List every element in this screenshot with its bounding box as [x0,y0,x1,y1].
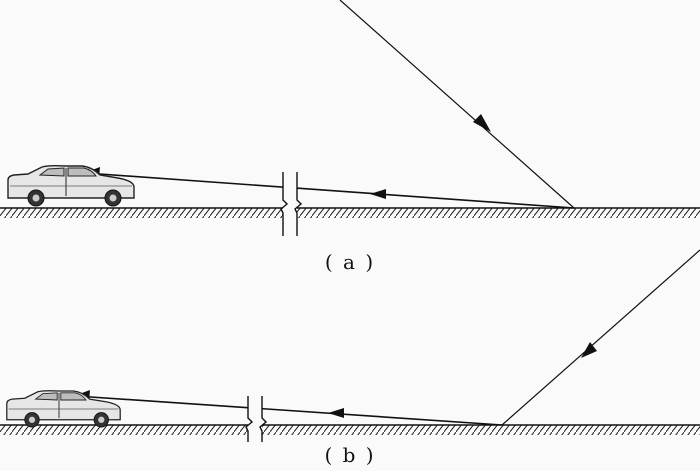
reflected-ray-a [84,167,575,209]
incident-ray-b [501,249,700,426]
break-symbol-a [280,172,303,236]
ground-b [0,424,700,435]
arrow-head-icon [581,342,597,358]
ground-a [0,207,700,218]
caption-panel-b: ( b ) [324,443,376,467]
car-a [7,164,135,207]
car-b [6,390,121,428]
panel-a [0,0,700,236]
break-symbol-b [245,396,268,442]
caption-panel-a: ( a ) [324,250,376,274]
panel-b [0,249,700,442]
arrow-head-icon [370,189,386,199]
reflected-ray-b [74,390,503,426]
arrow-head-icon [328,408,344,418]
incident-ray-a [339,0,575,209]
arrow-head-icon [473,114,491,132]
